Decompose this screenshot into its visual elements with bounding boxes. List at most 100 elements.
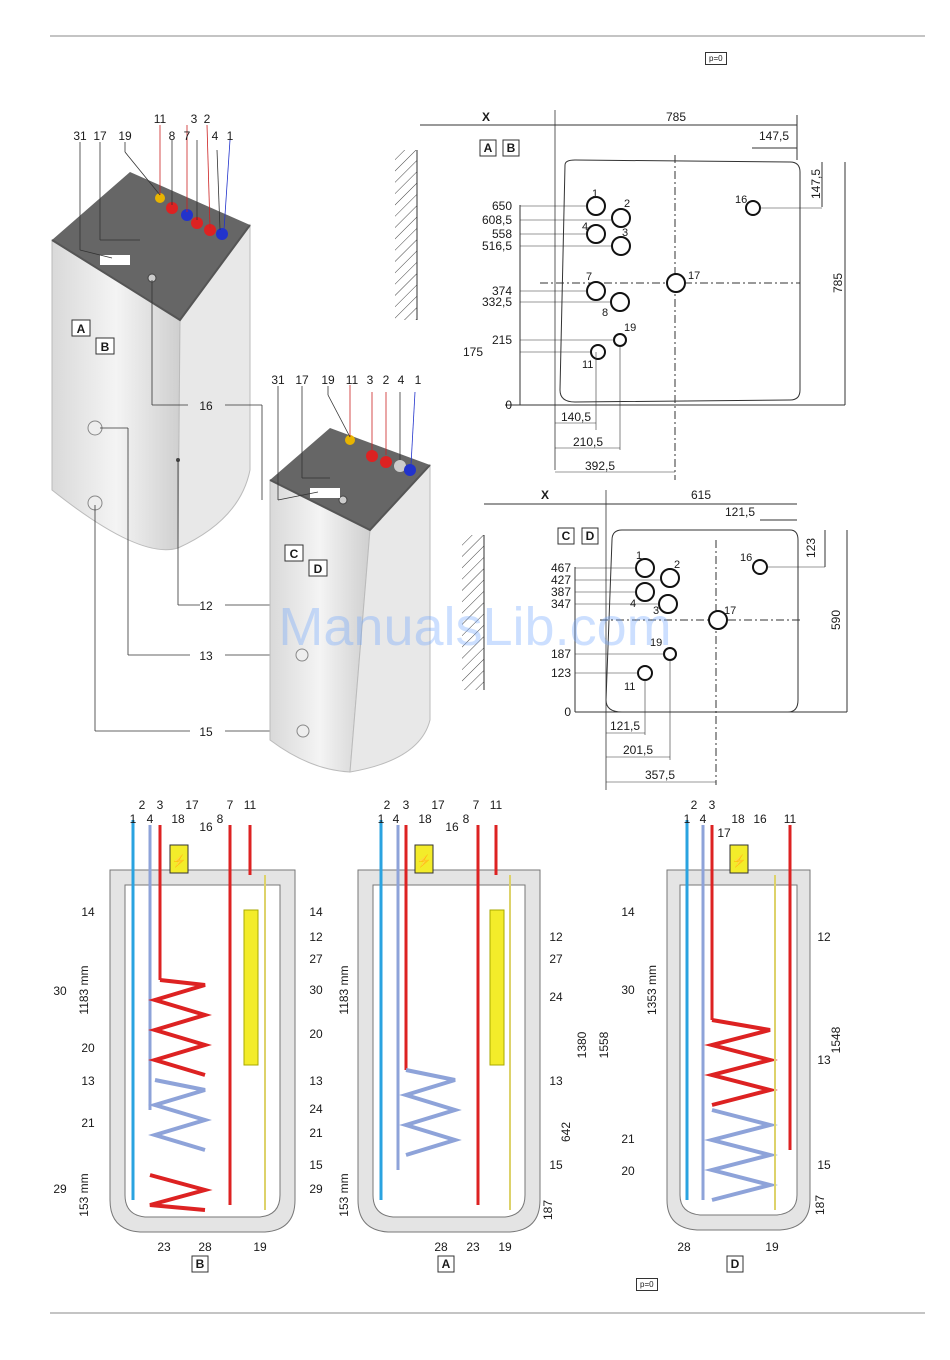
s1-mm153: 153 mm (77, 1173, 91, 1216)
top-view-cd: C D X 615 121,5 123 590 467 427 387 347 … (462, 488, 848, 790)
top-x-label: X (482, 110, 490, 124)
callout-15: 15 (199, 725, 213, 739)
section-view-letters: B A D (191, 1255, 744, 1273)
top2-y-123: 123 (551, 666, 571, 680)
iso1-view-b: B (101, 340, 110, 354)
top2-conn-17: 17 (724, 605, 736, 617)
iso2-labels: 31 17 19 11 3 2 4 1 C D (271, 373, 421, 576)
s1-30: 30 (53, 984, 67, 998)
iso1-label-8: 8 (169, 129, 176, 143)
sec2-label-2: 2 (384, 798, 391, 812)
iso1-labels: 31 17 19 11 8 7 3 2 4 1 16 12 13 15 (73, 112, 233, 739)
s3-187: 187 (813, 1195, 827, 1215)
sec2-label-1: 1 (378, 812, 385, 826)
iso1-label-19: 19 (118, 129, 132, 143)
s3-19: 19 (765, 1240, 779, 1254)
sec-label-11: 11 (244, 798, 257, 812)
top-r147-h: 147,5 (759, 129, 789, 143)
top2-conn-3: 3 (653, 605, 659, 617)
iso2-label-3: 3 (367, 373, 374, 387)
sec3-label-16: 16 (753, 812, 767, 826)
top-y-608: 608,5 (482, 213, 512, 227)
iso2-label-19: 19 (321, 373, 335, 387)
sec2-label-17: 17 (431, 798, 445, 812)
sec-label-17: 17 (185, 798, 199, 812)
iso1-label-7: 7 (184, 129, 191, 143)
s2-28: 28 (434, 1240, 448, 1254)
s2-23: 23 (466, 1240, 480, 1254)
watermark: ManualsLib.com (278, 597, 671, 657)
top-r147-v: 147,5 (809, 169, 823, 199)
section-b: ⚡ (109, 820, 296, 1233)
s2-642: 642 (559, 1122, 573, 1142)
top-conn-16: 16 (735, 194, 747, 206)
top2-r123: 123 (804, 538, 818, 558)
iso1-label-3: 3 (191, 112, 198, 126)
top2-y-187: 187 (551, 647, 571, 661)
s1-14: 14 (81, 905, 95, 919)
top-conn-3: 3 (622, 227, 628, 239)
iso2-label-11: 11 (346, 373, 359, 387)
top2-height-590: 590 (829, 610, 843, 630)
top-view-b: B (507, 141, 516, 155)
s1-15: 15 (309, 1158, 323, 1172)
sec2-label-4: 4 (393, 812, 400, 826)
s1-27: 27 (309, 952, 323, 966)
s1-29: 29 (53, 1182, 67, 1196)
s2-1380: 1380 (575, 1031, 589, 1058)
top-y-374: 374 (492, 284, 512, 298)
s1-13r: 13 (309, 1074, 323, 1088)
iso1-label-1: 1 (227, 129, 234, 143)
sec2-label-16: 16 (445, 820, 459, 834)
top-conn-4: 4 (582, 221, 588, 233)
s2-19: 19 (498, 1240, 512, 1254)
sec2-label-18: 18 (418, 812, 432, 826)
s3-30: 30 (621, 983, 635, 997)
sec-label-2: 2 (139, 798, 146, 812)
top-conn-11: 11 (582, 359, 593, 371)
top2-x-201: 201,5 (623, 743, 653, 757)
iso2-leaders (277, 385, 416, 501)
top-y-0: 0 (505, 398, 512, 412)
s3-28: 28 (677, 1240, 691, 1254)
sec-view-d: D (731, 1257, 740, 1271)
s3-mm1353: 1353 mm (645, 965, 659, 1015)
top2-y-427: 427 (551, 573, 571, 587)
sec-label-7: 7 (227, 798, 234, 812)
top-y-516: 516,5 (482, 239, 512, 253)
top2-conn-16: 16 (740, 552, 752, 564)
s1-19: 19 (253, 1240, 267, 1254)
top-y-175: 175 (463, 345, 483, 359)
iso1-view-boxes: A B (77, 322, 110, 354)
s3-13: 13 (817, 1053, 831, 1067)
s2-24: 24 (549, 990, 563, 1004)
top2-y-467: 467 (551, 561, 571, 575)
top2-r121: 121,5 (725, 505, 755, 519)
s2-12: 12 (549, 930, 563, 944)
iso-tank-cd (269, 428, 431, 773)
top2-view-d: D (586, 529, 595, 543)
s1-23: 23 (157, 1240, 171, 1254)
callout-13: 13 (199, 649, 213, 663)
iso1-view-a: A (77, 322, 86, 336)
svg-text:⚡: ⚡ (172, 854, 187, 868)
top2-x-label: X (541, 488, 549, 502)
s1-21: 21 (81, 1116, 95, 1130)
s2-20: 20 (309, 1027, 323, 1041)
sec3-label-2: 2 (691, 798, 698, 812)
top-y-332: 332,5 (482, 295, 512, 309)
s2-30: 30 (309, 983, 323, 997)
s1-28: 28 (198, 1240, 212, 1254)
s1-mm1183: 1183 mm (77, 965, 91, 1014)
s3-12: 12 (817, 930, 831, 944)
iso1-label-4: 4 (212, 129, 219, 143)
s1-12: 12 (309, 930, 323, 944)
top2-conn-2: 2 (674, 559, 680, 571)
sec3-label-11: 11 (784, 812, 797, 826)
top-x-140: 140,5 (561, 410, 591, 424)
iso2-view-d: D (314, 562, 323, 576)
iso2-label-31: 31 (271, 373, 285, 387)
s2-187: 187 (541, 1200, 555, 1220)
sec3-label-3: 3 (709, 798, 716, 812)
